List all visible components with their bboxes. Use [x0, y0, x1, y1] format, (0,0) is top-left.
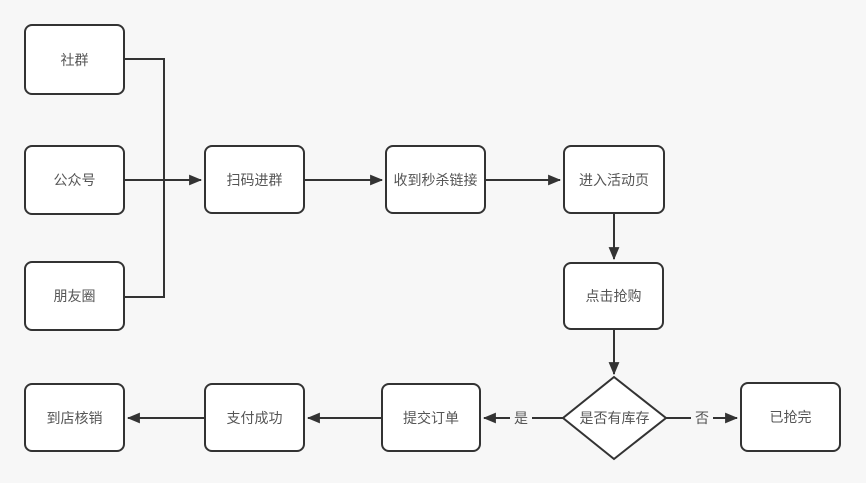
node-scan-join-group-label: 扫码进群 — [226, 171, 283, 188]
edge-label-no: 否 — [691, 409, 713, 427]
node-stock-check-shape — [561, 375, 668, 461]
node-store-verification: 到店核销 — [24, 383, 125, 452]
node-receive-flash-link-label: 收到秒杀链接 — [393, 171, 478, 188]
node-submit-order-label: 提交订单 — [403, 409, 459, 426]
node-official-account-label: 公众号 — [53, 172, 96, 188]
node-click-buy: 点击抢购 — [563, 262, 664, 330]
node-moments: 朋友圈 — [24, 261, 125, 331]
node-stock-check: 是否有库存 — [563, 377, 666, 459]
node-enter-activity-page: 进入活动页 — [563, 145, 665, 214]
node-payment-success-label: 支付成功 — [226, 409, 283, 426]
edge-label-yes: 是 — [510, 409, 532, 427]
node-enter-activity-page-label: 进入活动页 — [579, 171, 649, 188]
node-store-verification-label: 到店核销 — [46, 409, 103, 426]
node-community-label: 社群 — [60, 51, 89, 68]
node-receive-flash-link: 收到秒杀链接 — [385, 145, 486, 214]
node-community: 社群 — [24, 24, 125, 95]
node-click-buy-label: 点击抢购 — [585, 288, 642, 304]
node-moments-label: 朋友圈 — [53, 288, 96, 304]
node-official-account: 公众号 — [24, 145, 125, 215]
node-scan-join-group: 扫码进群 — [204, 145, 305, 214]
node-stock-check-label: 是否有库存 — [579, 410, 650, 426]
node-sold-out-label: 已抢完 — [769, 409, 812, 425]
node-submit-order: 提交订单 — [381, 383, 481, 452]
node-payment-success: 支付成功 — [204, 383, 305, 452]
node-sold-out: 已抢完 — [740, 382, 841, 452]
edge-community-moments-merge — [125, 58, 165, 298]
